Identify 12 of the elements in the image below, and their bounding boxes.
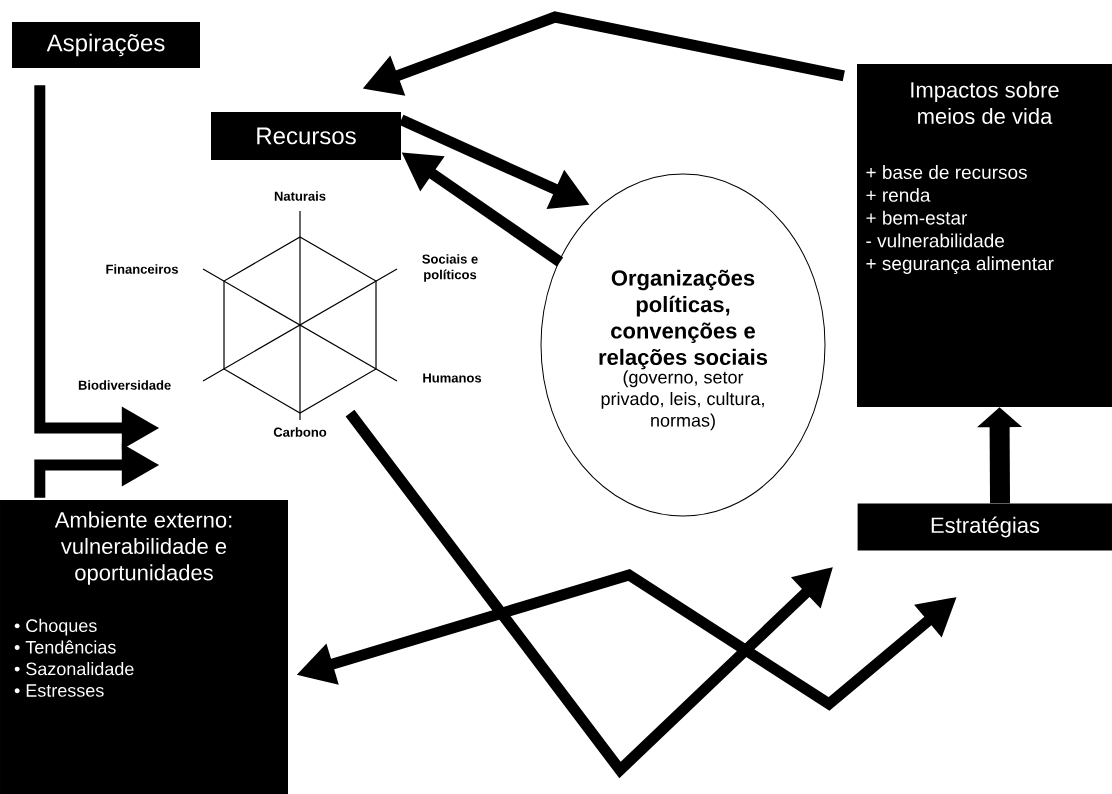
axis-label: Biodiversidade [78, 380, 171, 390]
axis-label: Humanos [423, 373, 482, 383]
text-box: Impactos sobre meios de vida + base de recursos + renda + bem-estar - vulnerabilidade + segurança alimentar [857, 64, 1112, 407]
axis-label: Carbono [273, 427, 327, 437]
axis-label: Sociais e políticos [422, 254, 478, 282]
axis-label: Naturais [274, 191, 326, 201]
text-box: Ambiente externo: vulnerabilidade e oportunidades • Choques • Tendências • Sazonalidade • Estresses [0, 500, 288, 794]
heading-box: Aspirações [12, 22, 200, 68]
heading-box: Estratégias [857, 503, 1112, 551]
hexagon-drawing [202, 210, 398, 421]
axis-label: Financeiros [106, 264, 178, 274]
heading-box: Recursos [211, 112, 401, 160]
